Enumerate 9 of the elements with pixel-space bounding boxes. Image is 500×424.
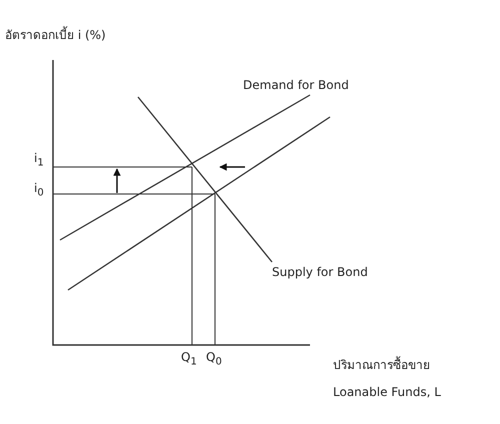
axis-tick-label: i$_{0}$ [34,181,44,200]
curve-label: Demand for Bond [243,78,349,92]
axis-title: Loanable Funds, L [333,385,441,400]
axis-title: ปริมาณการซื้อขาย [333,358,430,372]
axis-title: อัตราดอกเบี้ย i (%) [5,28,106,42]
axis-tick-label: i$_{1}$ [34,151,44,170]
axis-tick-label: Q$_{0}$ [206,350,222,368]
curve-label: Supply for Bond [272,265,368,280]
axis-tick-label: Q$_{1}$ [181,350,197,368]
